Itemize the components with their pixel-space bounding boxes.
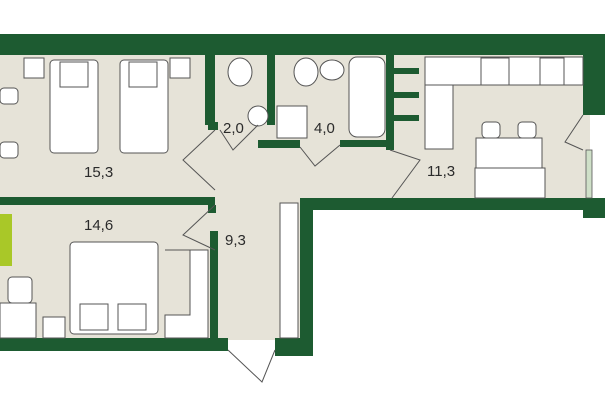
hall-wardrobe	[279, 202, 299, 339]
sink	[319, 59, 345, 81]
washing-machine	[276, 105, 308, 139]
pillow	[117, 303, 147, 331]
chair	[481, 121, 501, 139]
pillow	[79, 303, 109, 331]
door-toilet[interactable]	[219, 124, 259, 151]
sink	[247, 105, 269, 127]
area-label-kitchen: 11,3	[427, 163, 455, 180]
area-label-toilet: 2,0	[223, 120, 244, 137]
door-bedroom-2[interactable]	[182, 204, 216, 251]
door-kitchen[interactable]	[389, 149, 421, 199]
fridge	[539, 57, 565, 86]
area-label-bathroom: 4,0	[314, 120, 335, 137]
walls	[0, 34, 605, 356]
sofa	[474, 167, 546, 199]
door-bedroom-1[interactable]	[182, 129, 216, 191]
pillow	[59, 61, 89, 88]
door-bathroom[interactable]	[299, 144, 341, 167]
balcony-door[interactable]	[564, 114, 584, 151]
nightstand	[42, 316, 66, 339]
bathtub	[348, 56, 386, 138]
area-label-bedroom-2: 14,6	[84, 217, 113, 234]
window	[585, 149, 593, 199]
chair	[0, 87, 19, 105]
wardrobe	[164, 249, 209, 339]
pillow	[128, 61, 158, 88]
doors	[182, 114, 584, 383]
desk	[0, 302, 37, 339]
area-label-bedroom-1: 15,3	[84, 164, 113, 181]
accent-cabinet	[0, 214, 12, 266]
nightstand	[169, 57, 191, 79]
toilet-bowl	[227, 57, 253, 87]
area-label-hallway: 9,3	[225, 232, 246, 249]
sink-counter	[424, 84, 454, 150]
dining-table	[475, 137, 543, 169]
desk-chair	[7, 276, 33, 304]
entrance-door[interactable]	[227, 349, 276, 383]
furniture	[0, 56, 593, 339]
toilet-bowl	[293, 57, 319, 87]
stove	[480, 57, 510, 86]
chair	[0, 141, 19, 159]
nightstand	[23, 57, 45, 79]
chair	[517, 121, 537, 139]
